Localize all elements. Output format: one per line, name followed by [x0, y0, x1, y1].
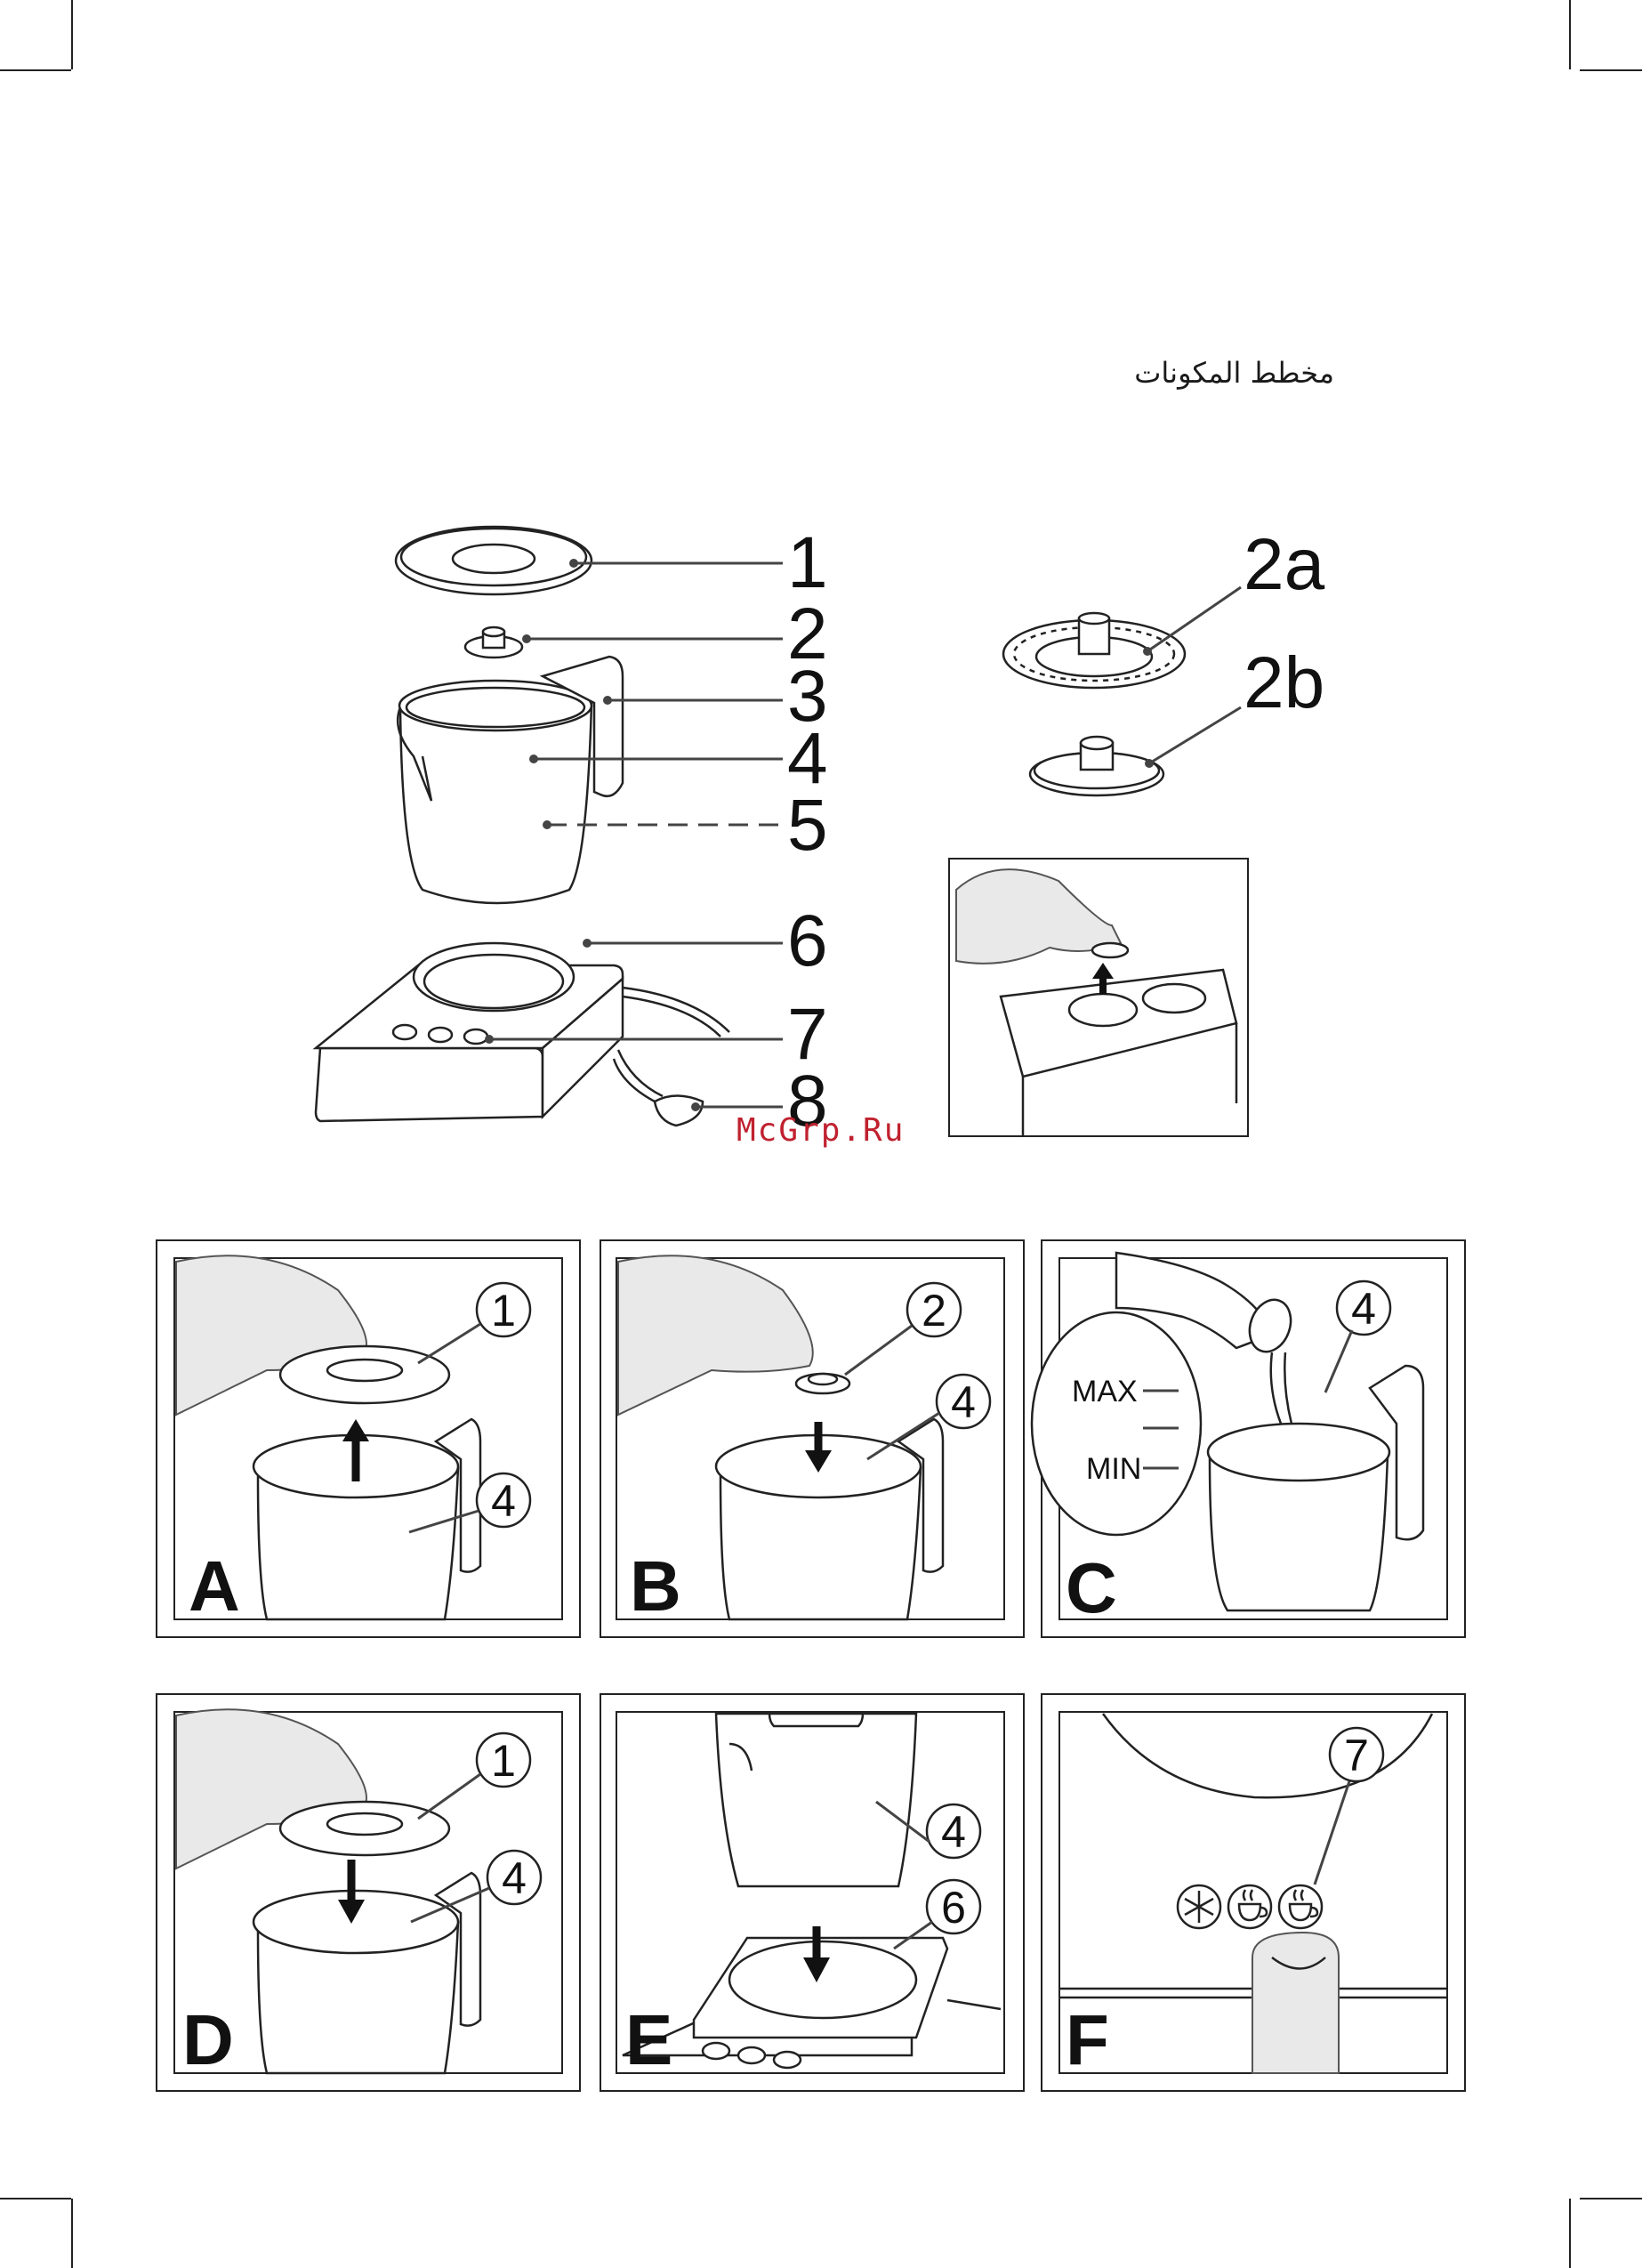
panel-letter: B — [630, 1546, 681, 1626]
whisk-variants: 2a 2b — [1003, 524, 1325, 795]
panel-d: 1 4 D — [157, 1694, 580, 2091]
panel-letter: E — [625, 2000, 672, 2079]
callout-1: 1 — [491, 1286, 516, 1336]
label-2a: 2a — [1244, 524, 1325, 605]
watermark: McGrp.Ru — [736, 1112, 1003, 1149]
storage-inset — [949, 859, 1248, 1136]
panel-e: 4 6 E — [600, 1694, 1024, 2091]
panel-f: 7 F — [1042, 1694, 1465, 2091]
power-cord — [614, 988, 729, 1126]
frothing-whisk-2a — [1003, 613, 1185, 688]
hot-froth-icon — [1228, 1885, 1271, 1928]
cold-froth-icon — [1178, 1885, 1220, 1928]
lid-part — [396, 527, 592, 594]
panel-b: 2 4 B — [600, 1240, 1024, 1637]
callout-4: 4 — [951, 1377, 976, 1427]
callout-2: 2 — [922, 1286, 946, 1336]
level-min: MIN — [1086, 1452, 1141, 1486]
heating-whisk-2b — [1030, 737, 1163, 795]
callout-4: 4 — [491, 1476, 516, 1526]
callout-6: 6 — [941, 1883, 966, 1933]
label-5: 5 — [787, 785, 828, 866]
callout-7: 7 — [1344, 1731, 1369, 1780]
panel-letter: A — [189, 1546, 240, 1626]
callout-4: 4 — [941, 1807, 966, 1857]
base-part — [316, 943, 623, 1121]
panel-letter: C — [1066, 1548, 1117, 1627]
label-1: 1 — [787, 522, 828, 603]
panel-a: 1 4 A — [157, 1240, 580, 1637]
jug-part — [398, 657, 623, 903]
panel-c: MAX MIN 4 C — [1032, 1240, 1465, 1637]
component-diagram: 1 2 3 4 5 6 7 8 — [316, 522, 828, 1142]
callout-4: 4 — [1351, 1284, 1376, 1334]
level-max: MAX — [1072, 1375, 1138, 1408]
panel-letter: D — [182, 2000, 234, 2079]
whisk-part — [465, 627, 522, 658]
callout-4: 4 — [502, 1853, 527, 1903]
label-2b: 2b — [1244, 642, 1324, 723]
label-6: 6 — [787, 900, 828, 981]
hot-milk-icon — [1279, 1885, 1322, 1928]
panel-letter: F — [1066, 2000, 1109, 2079]
callout-1: 1 — [491, 1736, 516, 1786]
